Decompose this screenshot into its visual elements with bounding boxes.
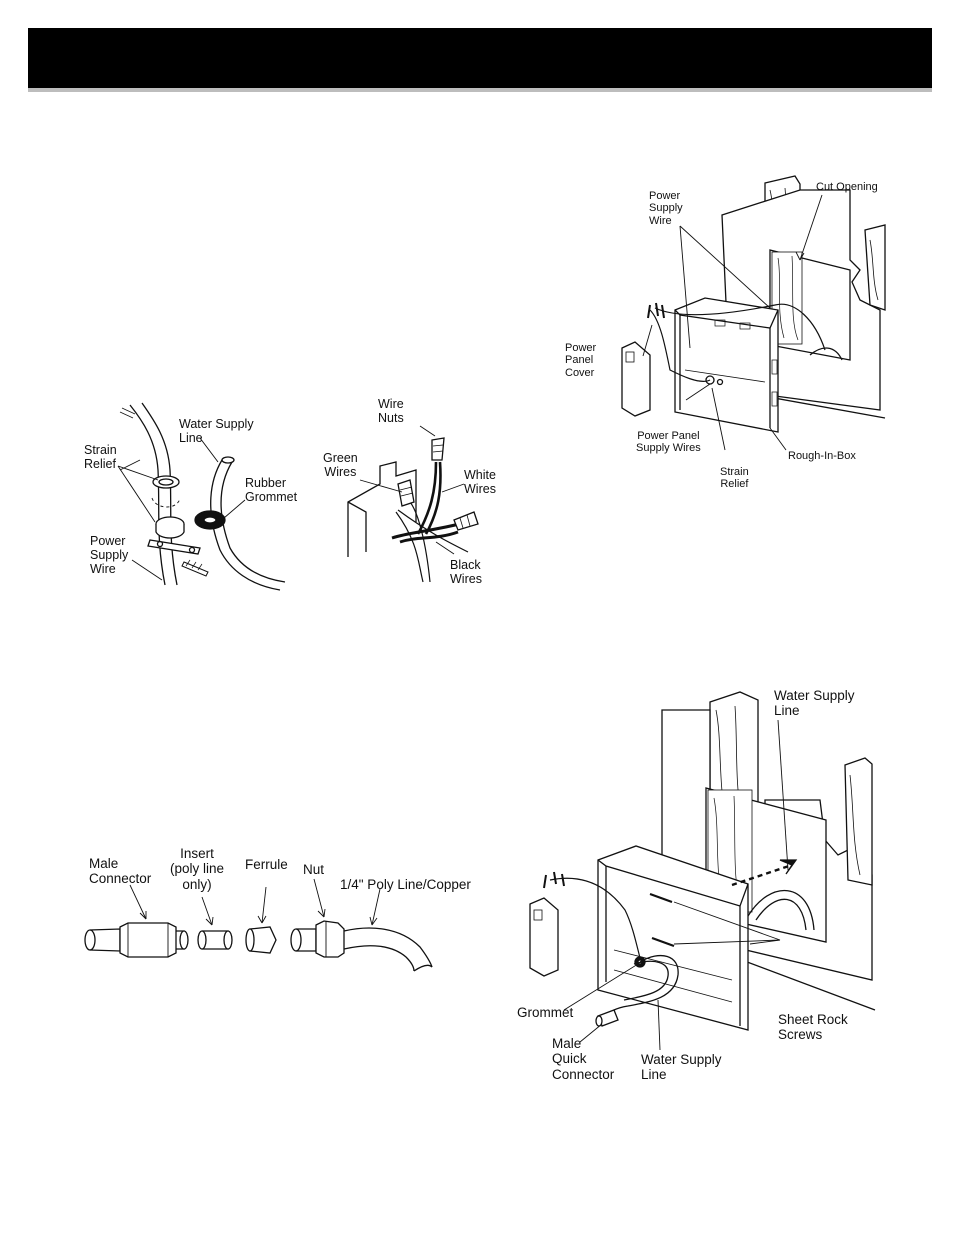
label-strain-relief-2: Strain Relief (84, 443, 117, 472)
label-green-wires: Green Wires (323, 451, 358, 480)
label-white-wires: White Wires (464, 468, 496, 497)
label-poly-line: 1/4" Poly Line/Copper (340, 877, 471, 892)
label-water-supply-line-bottom: Water Supply Line (641, 1052, 722, 1083)
label-wire-nuts: Wire Nuts (378, 397, 404, 426)
header-bar (28, 28, 932, 92)
label-male-connector: Male Connector (89, 856, 152, 887)
label-power-supply-wire: Power Supply Wire (649, 190, 683, 227)
label-rough-in-box: Rough-In-Box (788, 450, 856, 462)
wire-nuts-illustration: Wire Nuts Green Wires White Wires Black … (318, 392, 508, 592)
label-ferrule: Ferrule (245, 857, 288, 872)
water-supply-illustration: Water Supply Line Grommet Sheet Rock Scr… (510, 680, 900, 1100)
label-water-supply-line-top: Water Supply Line (774, 688, 855, 719)
label-power-supply-wire-2: Power Supply Wire (90, 534, 129, 577)
label-nut: Nut (303, 862, 325, 877)
label-grommet: Grommet (517, 1005, 574, 1020)
label-strain-relief: Strain Relief (720, 466, 749, 491)
label-cut-opening: Cut Opening (816, 181, 878, 193)
fittings-illustration: Male Connector Insert (poly line only) F… (80, 845, 500, 972)
label-male-quick-connector: Male Quick Connector (552, 1036, 615, 1082)
label-black-wires: Black Wires (450, 558, 482, 587)
label-insert: Insert (poly line only) (170, 846, 225, 892)
label-power-panel-cover: Power Panel Cover (565, 342, 597, 379)
label-rubber-grommet: Rubber Grommet (245, 476, 298, 505)
label-power-panel-supply-wires: Power Panel Supply Wires (636, 430, 701, 455)
label-sheet-rock-screws: Sheet Rock Screws (778, 1012, 848, 1043)
strain-relief-illustration: Strain Relief Water Supply Line Rubber G… (80, 400, 310, 591)
rough-in-box-illustration: Power Supply Wire Cut Opening Power Pane… (560, 170, 900, 500)
label-water-supply-line-1: Water Supply Line (179, 417, 254, 446)
